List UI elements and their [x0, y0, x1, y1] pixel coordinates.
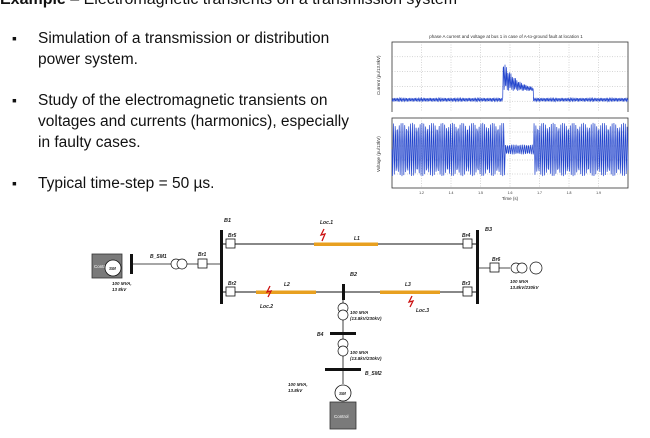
- current-plot-title: phase A current and voltage at bus 1 in …: [429, 34, 583, 39]
- x-tick-label: 1.6: [508, 191, 513, 195]
- bus-bsm2: [325, 368, 361, 371]
- breaker-br4: [462, 238, 473, 249]
- bus-bsm2-label: B_SM2: [365, 371, 382, 377]
- transformer-1b: [176, 258, 188, 270]
- bullet-item: ▪ Simulation of a transmission or distrib…: [12, 28, 362, 70]
- grid-rating-a: 100 MVA: [510, 279, 528, 284]
- line-l3: [380, 290, 440, 294]
- line-l2: [256, 290, 316, 294]
- bullet-item: ▪ Typical time-step = 50 µs.: [12, 173, 362, 194]
- bus-b4: [330, 332, 356, 335]
- voltage-trace: [391, 122, 629, 177]
- gen2-rating-b: 13.8kV: [288, 388, 303, 393]
- control-box-1-label: Control: [94, 264, 109, 269]
- breaker-br4-label: Br4: [462, 233, 471, 239]
- bullet-item: ▪ Study of the electromagnetic transients…: [12, 90, 362, 153]
- heading-rest: – Electromagnetic transients on a transm…: [66, 0, 457, 8]
- grid-rating-b: 13.8kV/230kV: [510, 285, 540, 290]
- fault-loc2-icon: [265, 285, 273, 298]
- bullet-list: ▪ Simulation of a transmission or distrib…: [12, 28, 362, 214]
- xf-mid-rating-b: (13.8kV/230kV): [350, 356, 382, 361]
- bullet-marker: ▪: [12, 92, 17, 108]
- breaker-br6-label: Br6: [492, 257, 501, 263]
- xf-top-rating-b: (13.8kV/230kV): [350, 316, 382, 321]
- bullet-marker: ▪: [12, 175, 17, 191]
- x-tick-label: 1.5: [478, 191, 483, 195]
- fault-loc1-label: Loc.1: [320, 220, 333, 226]
- gen1-rating-a: 100 MVA,: [112, 281, 132, 286]
- grid-transformer-b: [516, 262, 528, 274]
- breaker-br1-label: Br1: [198, 252, 207, 258]
- one-line-diagram-svg: B1 B3 B2 B_SM1 L1 Loc.1 Br5 Br4 Br2 Br3 …: [91, 218, 543, 430]
- breaker-br5-label: Br5: [228, 233, 237, 239]
- synchronous-machine-2: [334, 384, 352, 402]
- gen2-rating-a: 100 MVA,: [288, 382, 308, 387]
- x-tick-label: 1.2: [419, 191, 424, 195]
- line-l1-label: L1: [354, 236, 360, 242]
- x-tick-label: 1.8: [567, 191, 572, 195]
- xf-top-rating-a: 100 MVA: [350, 310, 368, 315]
- breaker-br2-label: Br2: [228, 281, 237, 287]
- current-trace: [391, 64, 629, 103]
- bus-b3-label: B3: [485, 227, 492, 233]
- breaker-br1: [197, 258, 208, 269]
- bus-b1-label: B1: [224, 218, 231, 224]
- breaker-br6: [489, 262, 500, 273]
- bus-b1: [220, 230, 223, 304]
- power-system-diagram: B1 B3 B2 B_SM1 L1 Loc.1 Br5 Br4 Br2 Br3 …: [80, 208, 580, 438]
- gen1-rating-b: 13 8kV: [112, 287, 127, 292]
- current-plot-svg: phase A current and voltage at bus 1 in …: [376, 34, 629, 123]
- fault-loc1-icon: [319, 228, 327, 242]
- slide-heading: Example – Electromagnetic transients on …: [0, 0, 457, 9]
- bus-b3: [476, 230, 479, 304]
- x-tick-label: 1.9: [596, 191, 601, 195]
- control-box-2: [329, 401, 357, 430]
- sm1-label: SM: [109, 266, 116, 271]
- synchronous-machine-1: [104, 259, 122, 277]
- bullet-marker: ▪: [12, 30, 17, 46]
- fault-loc3-icon: [407, 295, 415, 308]
- x-tick-label: 1.4: [449, 191, 454, 195]
- bullet-text: Simulation of a transmission or distribu…: [38, 30, 330, 68]
- fault-loc3-label: Loc.3: [416, 308, 429, 314]
- bus-b2-label: B2: [350, 272, 357, 278]
- bullet-text: Typical time-step = 50 µs.: [38, 175, 215, 192]
- breaker-br5: [225, 238, 236, 249]
- line-l1: [314, 242, 378, 246]
- bullet-text: Study of the electromagnetic transients …: [38, 92, 349, 151]
- breaker-br2: [225, 286, 236, 297]
- breaker-br3: [462, 286, 473, 297]
- transformer-3b: [337, 345, 349, 357]
- fault-loc2-label: Loc.2: [260, 304, 273, 310]
- grid-source-icon: [529, 261, 543, 275]
- bus-b4-label: B4: [317, 332, 324, 338]
- xf-mid-rating-a: 100 MVA: [350, 350, 368, 355]
- transformer-2b: [337, 309, 349, 321]
- x-tick-label: 1.7: [537, 191, 542, 195]
- current-plot-ylabel: Current (pu/13.8kV): [376, 55, 381, 95]
- control-box-2-label: Control: [334, 414, 349, 419]
- bus-bsm1-label: B_SM1: [150, 254, 167, 260]
- heading-strong: Example: [0, 0, 66, 8]
- voltage-plot-xlabel: Time (s): [502, 196, 519, 201]
- bus-bsm1: [130, 254, 133, 274]
- line-l2-label: L2: [284, 282, 290, 288]
- sm2-label: SM: [339, 391, 346, 396]
- voltage-plot-ylabel: Voltage (pu/13kV): [376, 136, 381, 172]
- line-l3-label: L3: [405, 282, 411, 288]
- voltage-plot-ticks: 1.2 1.4 1.5 1.6 1.7 1.8 1.9: [419, 191, 601, 195]
- breaker-br3-label: Br3: [462, 281, 471, 287]
